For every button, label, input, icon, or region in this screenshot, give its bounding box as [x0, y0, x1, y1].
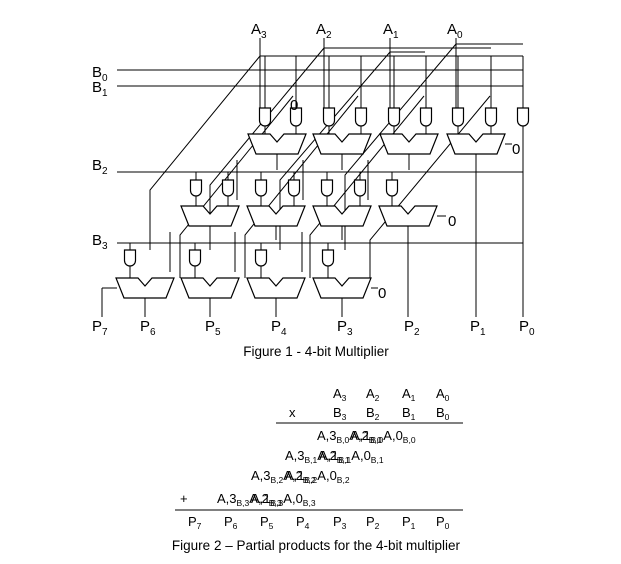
product-term: P6 — [224, 514, 238, 531]
adder-block — [312, 277, 372, 299]
partial-product-term: A,1B,1A,0B,1 — [319, 448, 384, 465]
multiplicand-term: A0 — [436, 386, 450, 403]
and-gate — [451, 107, 465, 127]
product-term: P3 — [333, 514, 347, 531]
adder-block — [246, 205, 306, 227]
and-gate — [289, 107, 303, 127]
adder-block — [247, 133, 307, 155]
adder-block — [446, 133, 506, 155]
multiplicand-term: A2 — [366, 386, 380, 403]
multiplier-term: B0 — [436, 405, 450, 422]
adder-block — [312, 205, 372, 227]
a-input-label: A0 — [447, 21, 463, 41]
and-gate — [188, 249, 202, 267]
plus-operator: + — [180, 491, 188, 506]
wiring — [101, 38, 524, 317]
and-gate — [484, 107, 498, 127]
product-term: P2 — [366, 514, 380, 531]
and-gate — [123, 249, 137, 267]
output-label: P4 — [271, 318, 287, 338]
product-term: P4 — [296, 514, 310, 531]
figure-1-caption: Figure 1 - 4-bit Multiplier — [243, 344, 389, 359]
multiplier-term: B3 — [333, 405, 347, 422]
and-gate — [321, 249, 335, 267]
partial-product-term: A,1B,3A,0B,3 — [251, 491, 316, 508]
adder-block — [115, 277, 175, 299]
and-gate — [322, 107, 336, 127]
b-input-label: B3 — [92, 232, 108, 252]
a-diag — [369, 95, 491, 278]
product-term: P5 — [260, 514, 274, 531]
partial-product-term: A,3B,3A,2B,3 — [217, 491, 282, 508]
adder-block — [246, 277, 306, 299]
output-label: P2 — [404, 318, 420, 338]
output-label: P6 — [140, 318, 156, 338]
adder-block — [180, 205, 240, 227]
and-gate — [353, 179, 367, 197]
output-label: P0 — [519, 318, 535, 338]
and-gate — [354, 107, 368, 127]
a-diag — [279, 51, 391, 250]
zero-input-label: 0 — [448, 213, 456, 230]
adder-block — [378, 205, 438, 227]
product-term: P7 — [188, 514, 202, 531]
multiplicand-term: A3 — [333, 386, 347, 403]
product-term: P1 — [402, 514, 416, 531]
output-label: P5 — [205, 318, 221, 338]
and-gate — [254, 179, 268, 197]
zero-input-label: 0 — [290, 97, 298, 114]
a-input-label: A1 — [383, 21, 399, 41]
and-gate — [387, 107, 401, 127]
partial-product-term: A,3B,0A,2B,0 — [317, 428, 382, 445]
figure-2-caption: Figure 2 – Partial products for the 4-bi… — [172, 538, 461, 553]
and-gate — [189, 179, 203, 197]
multiplier-term: B1 — [402, 405, 416, 422]
zero-input-label: 0 — [378, 285, 386, 302]
adder-block — [180, 277, 240, 299]
gates — [115, 107, 530, 299]
output-label: P7 — [92, 318, 108, 338]
and-gate — [419, 107, 433, 127]
partial-product-term: A,1B,0A,0B,0 — [351, 428, 416, 445]
partial-product-term: A,1B,2A,0B,2 — [285, 468, 350, 485]
adder-block — [312, 133, 372, 155]
b-input-label: B2 — [92, 157, 108, 177]
and-gate — [221, 179, 235, 197]
a-diag — [149, 55, 261, 250]
product-term: P0 — [436, 514, 450, 531]
a-input-label: A3 — [251, 21, 267, 41]
adder-block — [379, 133, 439, 155]
partial-product-term: A,3B,2A,2B,2 — [251, 468, 316, 485]
output-label: P3 — [337, 318, 353, 338]
partial-product-term: A,3B,1A,2B,1 — [285, 448, 350, 465]
multiplier-term: B2 — [366, 405, 380, 422]
and-gate — [254, 249, 268, 267]
times-operator: x — [289, 405, 296, 420]
and-gate — [516, 107, 530, 127]
and-gate — [385, 179, 399, 197]
multiplicand-term: A1 — [402, 386, 416, 403]
partial-products-table: A3 A2 A1 A0 x B3 B2 B1 B0A,3B,0A,2B,0A,1B,0A,0B,… — [175, 386, 463, 531]
output-label: P1 — [470, 318, 486, 338]
and-gate — [258, 107, 272, 127]
and-gate — [287, 179, 301, 197]
and-gate — [320, 179, 334, 197]
zero-input-label: 0 — [512, 141, 520, 158]
